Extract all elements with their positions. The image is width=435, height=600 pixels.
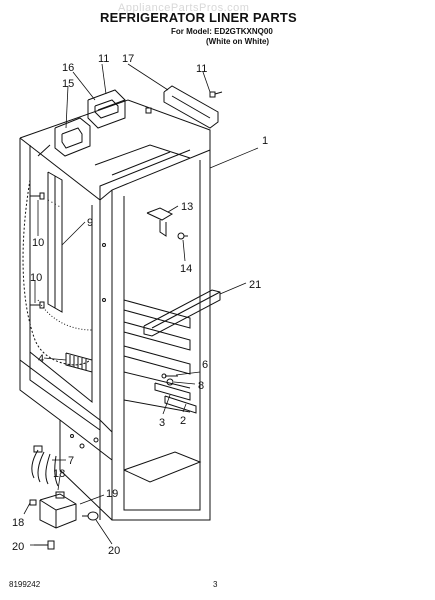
callout-7: 7 — [68, 455, 74, 467]
part-19-light-housing — [39, 493, 77, 529]
part-15-control-mount — [37, 117, 91, 157]
part-9-vertical-channel — [47, 171, 63, 313]
part-10-screws — [30, 192, 45, 309]
callout-11-left: 11 — [98, 53, 109, 65]
callout-10-upper: 10 — [32, 237, 44, 249]
callout-3: 3 — [159, 417, 165, 429]
part-16-control-housing — [87, 89, 126, 129]
callout-13: 13 — [181, 201, 193, 213]
callout-16: 16 — [62, 62, 74, 74]
part-7-wire-harness — [31, 445, 59, 487]
callout-15: 15 — [62, 78, 74, 90]
model-line: For Model: ED2GTKXNQ00 — [171, 27, 273, 36]
part-20-bulb — [82, 511, 99, 521]
callout-8: 8 — [198, 380, 204, 392]
callout-11-right: 11 — [196, 63, 207, 75]
part-2-rail — [164, 395, 197, 414]
part-21-front-rail — [143, 289, 221, 337]
callout-18-upper: 18 — [53, 468, 65, 480]
callout-leaders — [23, 63, 259, 546]
callout-18-lower: 18 — [12, 517, 24, 529]
callout-10-lower: 10 — [30, 272, 42, 284]
callout-20-left: 20 — [12, 541, 24, 553]
part-3-rail — [154, 382, 191, 401]
liner-body — [19, 99, 211, 521]
callout-21: 21 — [249, 279, 261, 291]
part-11-screws — [145, 91, 223, 114]
part-4-grille — [65, 352, 93, 373]
part-13-bracket — [146, 207, 174, 237]
part-18-clips — [29, 491, 65, 506]
variant-line: (White on White) — [206, 37, 270, 46]
part-6-8-screws — [161, 373, 178, 386]
callout-17: 17 — [122, 53, 134, 65]
callout-4: 4 — [38, 353, 44, 365]
callout-6: 6 — [202, 359, 208, 371]
part-20-screw — [34, 540, 55, 550]
callout-20-right: 20 — [108, 545, 120, 557]
part-17-top-bracket — [163, 85, 219, 129]
callout-labels: 1 2 3 4 6 7 8 9 10 10 11 11 13 14 15 16 … — [12, 53, 268, 557]
callout-1: 1 — [262, 135, 268, 147]
watermark: AppliancePartsPros.com — [118, 2, 250, 14]
callout-2: 2 — [180, 415, 186, 427]
diagram-title: REFRIGERATOR LINER PARTS — [100, 10, 297, 25]
callout-19: 19 — [106, 488, 118, 500]
callout-14: 14 — [180, 263, 192, 275]
part-14-screw — [177, 232, 188, 240]
callout-9: 9 — [87, 217, 93, 229]
page-number: 3 — [213, 580, 218, 589]
document-number: 8199242 — [9, 580, 41, 589]
